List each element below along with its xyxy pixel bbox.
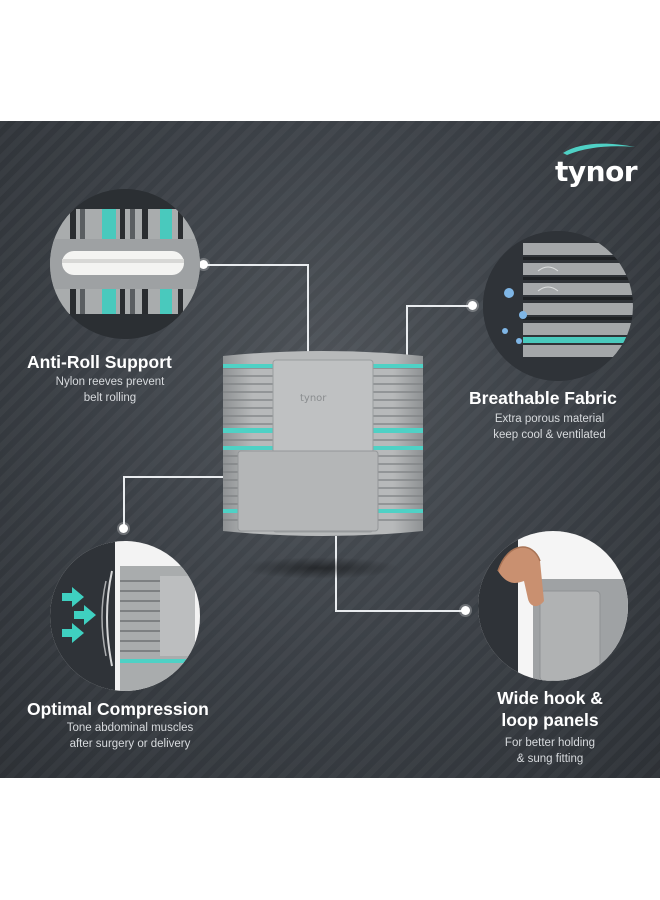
hook-loop-detail-image: [478, 531, 628, 681]
connector-dot: [119, 524, 128, 533]
feature-subtitle-anti-roll: Nylon reeves prevent belt rolling: [30, 374, 190, 406]
subtitle-line: belt rolling: [83, 392, 137, 404]
subtitle-line: For better holding: [504, 737, 596, 749]
connector-dot: [461, 606, 470, 615]
connector-line: [406, 305, 408, 357]
title-line: loop panels: [501, 710, 599, 730]
connector-line: [307, 264, 309, 356]
product-shadow: [240, 557, 400, 579]
logo-swoosh-icon: [563, 143, 635, 155]
connector-dot: [199, 260, 208, 269]
connector-line: [124, 476, 224, 478]
subtitle-line: & sung fitting: [516, 753, 584, 765]
feature-title-anti-roll: Anti-Roll Support: [27, 352, 172, 372]
feature-title-hook-loop: Wide hook & loop panels: [484, 687, 616, 731]
anti-roll-detail-image: [50, 189, 200, 339]
connector-line: [335, 536, 337, 611]
feature-subtitle-compression: Tone abdominal muscles after surgery or …: [50, 720, 210, 752]
connector-dot: [468, 301, 477, 310]
subtitle-line: after surgery or delivery: [69, 738, 191, 750]
feature-subtitle-hook-loop: For better holding & sung fitting: [480, 735, 620, 767]
connector-line: [123, 476, 125, 526]
compression-detail-image: [50, 541, 200, 691]
feature-title-breathable: Breathable Fabric: [469, 388, 617, 408]
feature-subtitle-breathable: Extra porous material keep cool & ventil…: [467, 411, 632, 443]
maternity-belt-image: tynor: [223, 351, 423, 536]
breathable-fabric-detail-image: [483, 231, 633, 381]
brand-logo: tynor: [555, 141, 645, 191]
compression-arrows-icon: [62, 587, 96, 643]
subtitle-line: Extra porous material: [494, 413, 605, 425]
connector-line: [407, 305, 473, 307]
logo-text: tynor: [555, 155, 638, 188]
connector-line: [205, 264, 308, 266]
subtitle-line: Tone abdominal muscles: [66, 722, 194, 734]
product-infographic: tynor: [0, 121, 660, 778]
subtitle-line: keep cool & ventilated: [493, 429, 606, 441]
title-line: Wide hook &: [497, 688, 603, 708]
connector-line: [335, 610, 465, 612]
belt-logo-text: tynor: [300, 393, 327, 404]
subtitle-line: Nylon reeves prevent: [55, 376, 165, 388]
feature-title-compression: Optimal Compression: [27, 699, 209, 719]
